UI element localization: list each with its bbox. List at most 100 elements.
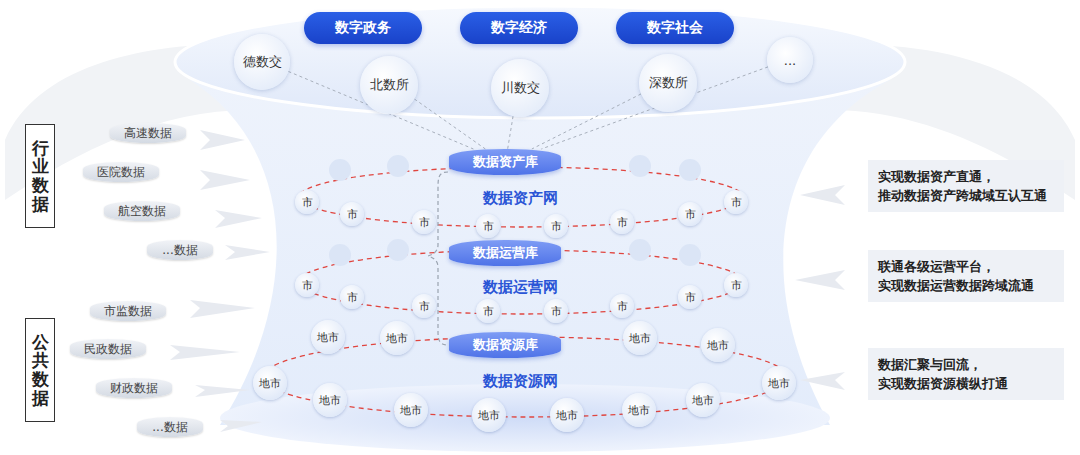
note-box: 实现数据资产直通， 推动数据资产跨城域互认互通 bbox=[868, 160, 1064, 212]
category-pill: 数字经济 bbox=[460, 12, 578, 44]
node-text: 地市 bbox=[319, 393, 341, 408]
node-text: 市 bbox=[419, 299, 430, 314]
node-text: 市 bbox=[617, 299, 628, 314]
node-text: 地市 bbox=[768, 376, 790, 391]
node-text: 数据资源库 bbox=[473, 336, 538, 354]
node-text: 市 bbox=[483, 219, 494, 234]
city-node: 市 bbox=[678, 202, 702, 226]
exchange-circle: 深数所 bbox=[639, 54, 697, 112]
funnel-body bbox=[190, 80, 890, 425]
city-node: 地市 bbox=[311, 320, 345, 354]
node-text: 公共数据 bbox=[32, 333, 49, 408]
node-text: 地市 bbox=[692, 393, 714, 408]
city-node: 市 bbox=[724, 273, 748, 297]
node-text: 地市 bbox=[386, 331, 408, 346]
city-node: 市 bbox=[544, 214, 568, 238]
node-text: 医院数据 bbox=[97, 164, 145, 181]
node-text: 地市 bbox=[400, 403, 422, 418]
city-node: 地市 bbox=[622, 393, 656, 427]
layer-bracket bbox=[428, 172, 448, 345]
city-node: 地市 bbox=[686, 383, 720, 417]
node-text: 地市 bbox=[707, 338, 729, 353]
city-node: 市 bbox=[340, 202, 364, 226]
data-cylinder: 财政数据 bbox=[96, 378, 172, 398]
node-text: 德数交 bbox=[243, 53, 282, 71]
city-node: 地市 bbox=[623, 321, 657, 355]
data-cylinder: 高速数据 bbox=[110, 123, 186, 143]
node-text: 市 bbox=[347, 290, 358, 305]
city-node: 地市 bbox=[253, 366, 287, 400]
node-text: 实现数据资产直通， 推动数据资产跨城域互认互通 bbox=[878, 167, 1054, 206]
inflow-arrows bbox=[170, 130, 845, 432]
exchange-circle: 川数交 bbox=[491, 59, 549, 117]
dashed-link bbox=[414, 99, 485, 149]
exchange-circle: 德数交 bbox=[234, 34, 290, 90]
city-node: 市 bbox=[610, 210, 634, 234]
node-text: 川数交 bbox=[501, 79, 540, 97]
node-text: 数据运营库 bbox=[473, 244, 538, 262]
node-text: 市 bbox=[551, 219, 562, 234]
database-cylinder: 数据资产库 bbox=[449, 149, 561, 175]
database-cylinder: 数据运营库 bbox=[449, 240, 561, 266]
city-node: 市 bbox=[295, 273, 319, 297]
layer-title: 数据资产网 bbox=[483, 189, 558, 208]
data-cylinder: 航空数据 bbox=[104, 201, 180, 221]
layer-title: 数据资源网 bbox=[483, 372, 558, 391]
node-text: 市 bbox=[347, 207, 358, 222]
node-text: 市 bbox=[731, 278, 742, 293]
city-node: 市 bbox=[678, 285, 702, 309]
city-node: 市 bbox=[476, 299, 500, 323]
node-text: 市 bbox=[419, 215, 430, 230]
layer-title: 数据运营网 bbox=[483, 278, 558, 297]
node-text: 市 bbox=[483, 304, 494, 319]
dashed-link bbox=[532, 94, 641, 149]
database-cylinder: 数据资源库 bbox=[449, 332, 561, 358]
node-text: 地市 bbox=[259, 376, 281, 391]
node-text: 市 bbox=[685, 290, 696, 305]
city-node: 市 bbox=[544, 299, 568, 323]
node-text: 联通各级运营平台， 实现数据运营数据跨域流通 bbox=[878, 257, 1054, 296]
node-text: 地市 bbox=[628, 403, 650, 418]
node-text: 市 bbox=[731, 195, 742, 210]
node-text: 市 bbox=[551, 304, 562, 319]
node-text: 地市 bbox=[556, 408, 578, 423]
city-node: 市 bbox=[412, 210, 436, 234]
node-text: ...数据 bbox=[152, 419, 187, 436]
network-ring bbox=[263, 167, 787, 417]
group-label: 公共数据 bbox=[25, 318, 55, 422]
node-text: 数字经济 bbox=[491, 19, 547, 37]
note-box: 数据汇聚与回流， 实现数据资源横纵打通 bbox=[868, 348, 1064, 400]
city-node: 市 bbox=[412, 294, 436, 318]
data-cylinder: 民政数据 bbox=[70, 339, 146, 359]
node-text: 数字政务 bbox=[335, 19, 391, 37]
node-text: 市监数据 bbox=[104, 303, 152, 320]
city-node: 市 bbox=[340, 285, 364, 309]
city-node: 地市 bbox=[394, 393, 428, 427]
node-text: 高速数据 bbox=[124, 125, 172, 142]
node-text: 市 bbox=[302, 195, 313, 210]
city-node: 地市 bbox=[380, 321, 414, 355]
data-cylinder: ...数据 bbox=[137, 417, 203, 437]
funnel-base bbox=[220, 384, 830, 452]
node-text: 深数所 bbox=[649, 74, 688, 92]
node-text: 航空数据 bbox=[118, 203, 166, 220]
node-text: 民政数据 bbox=[84, 341, 132, 358]
top-platform bbox=[175, 6, 905, 118]
node-text: 北数所 bbox=[370, 76, 409, 94]
node-text: 地市 bbox=[629, 331, 651, 346]
node-text: 数据汇聚与回流， 实现数据资源横纵打通 bbox=[878, 355, 1054, 394]
city-node: 地市 bbox=[762, 366, 796, 400]
city-node: 市 bbox=[724, 190, 748, 214]
data-cylinder: 医院数据 bbox=[83, 162, 159, 182]
note-box: 联通各级运营平台， 实现数据运营数据跨域流通 bbox=[868, 250, 1064, 302]
city-node: 市 bbox=[295, 190, 319, 214]
node-text: 财政数据 bbox=[110, 380, 158, 397]
node-text: 行业数据 bbox=[32, 139, 49, 214]
node-text: ... bbox=[784, 53, 796, 68]
dashed-link bbox=[508, 116, 513, 149]
city-node: 地市 bbox=[472, 398, 506, 432]
city-node: 市 bbox=[610, 294, 634, 318]
data-cylinder: 市监数据 bbox=[90, 301, 166, 321]
exchange-circle: ... bbox=[767, 37, 813, 83]
